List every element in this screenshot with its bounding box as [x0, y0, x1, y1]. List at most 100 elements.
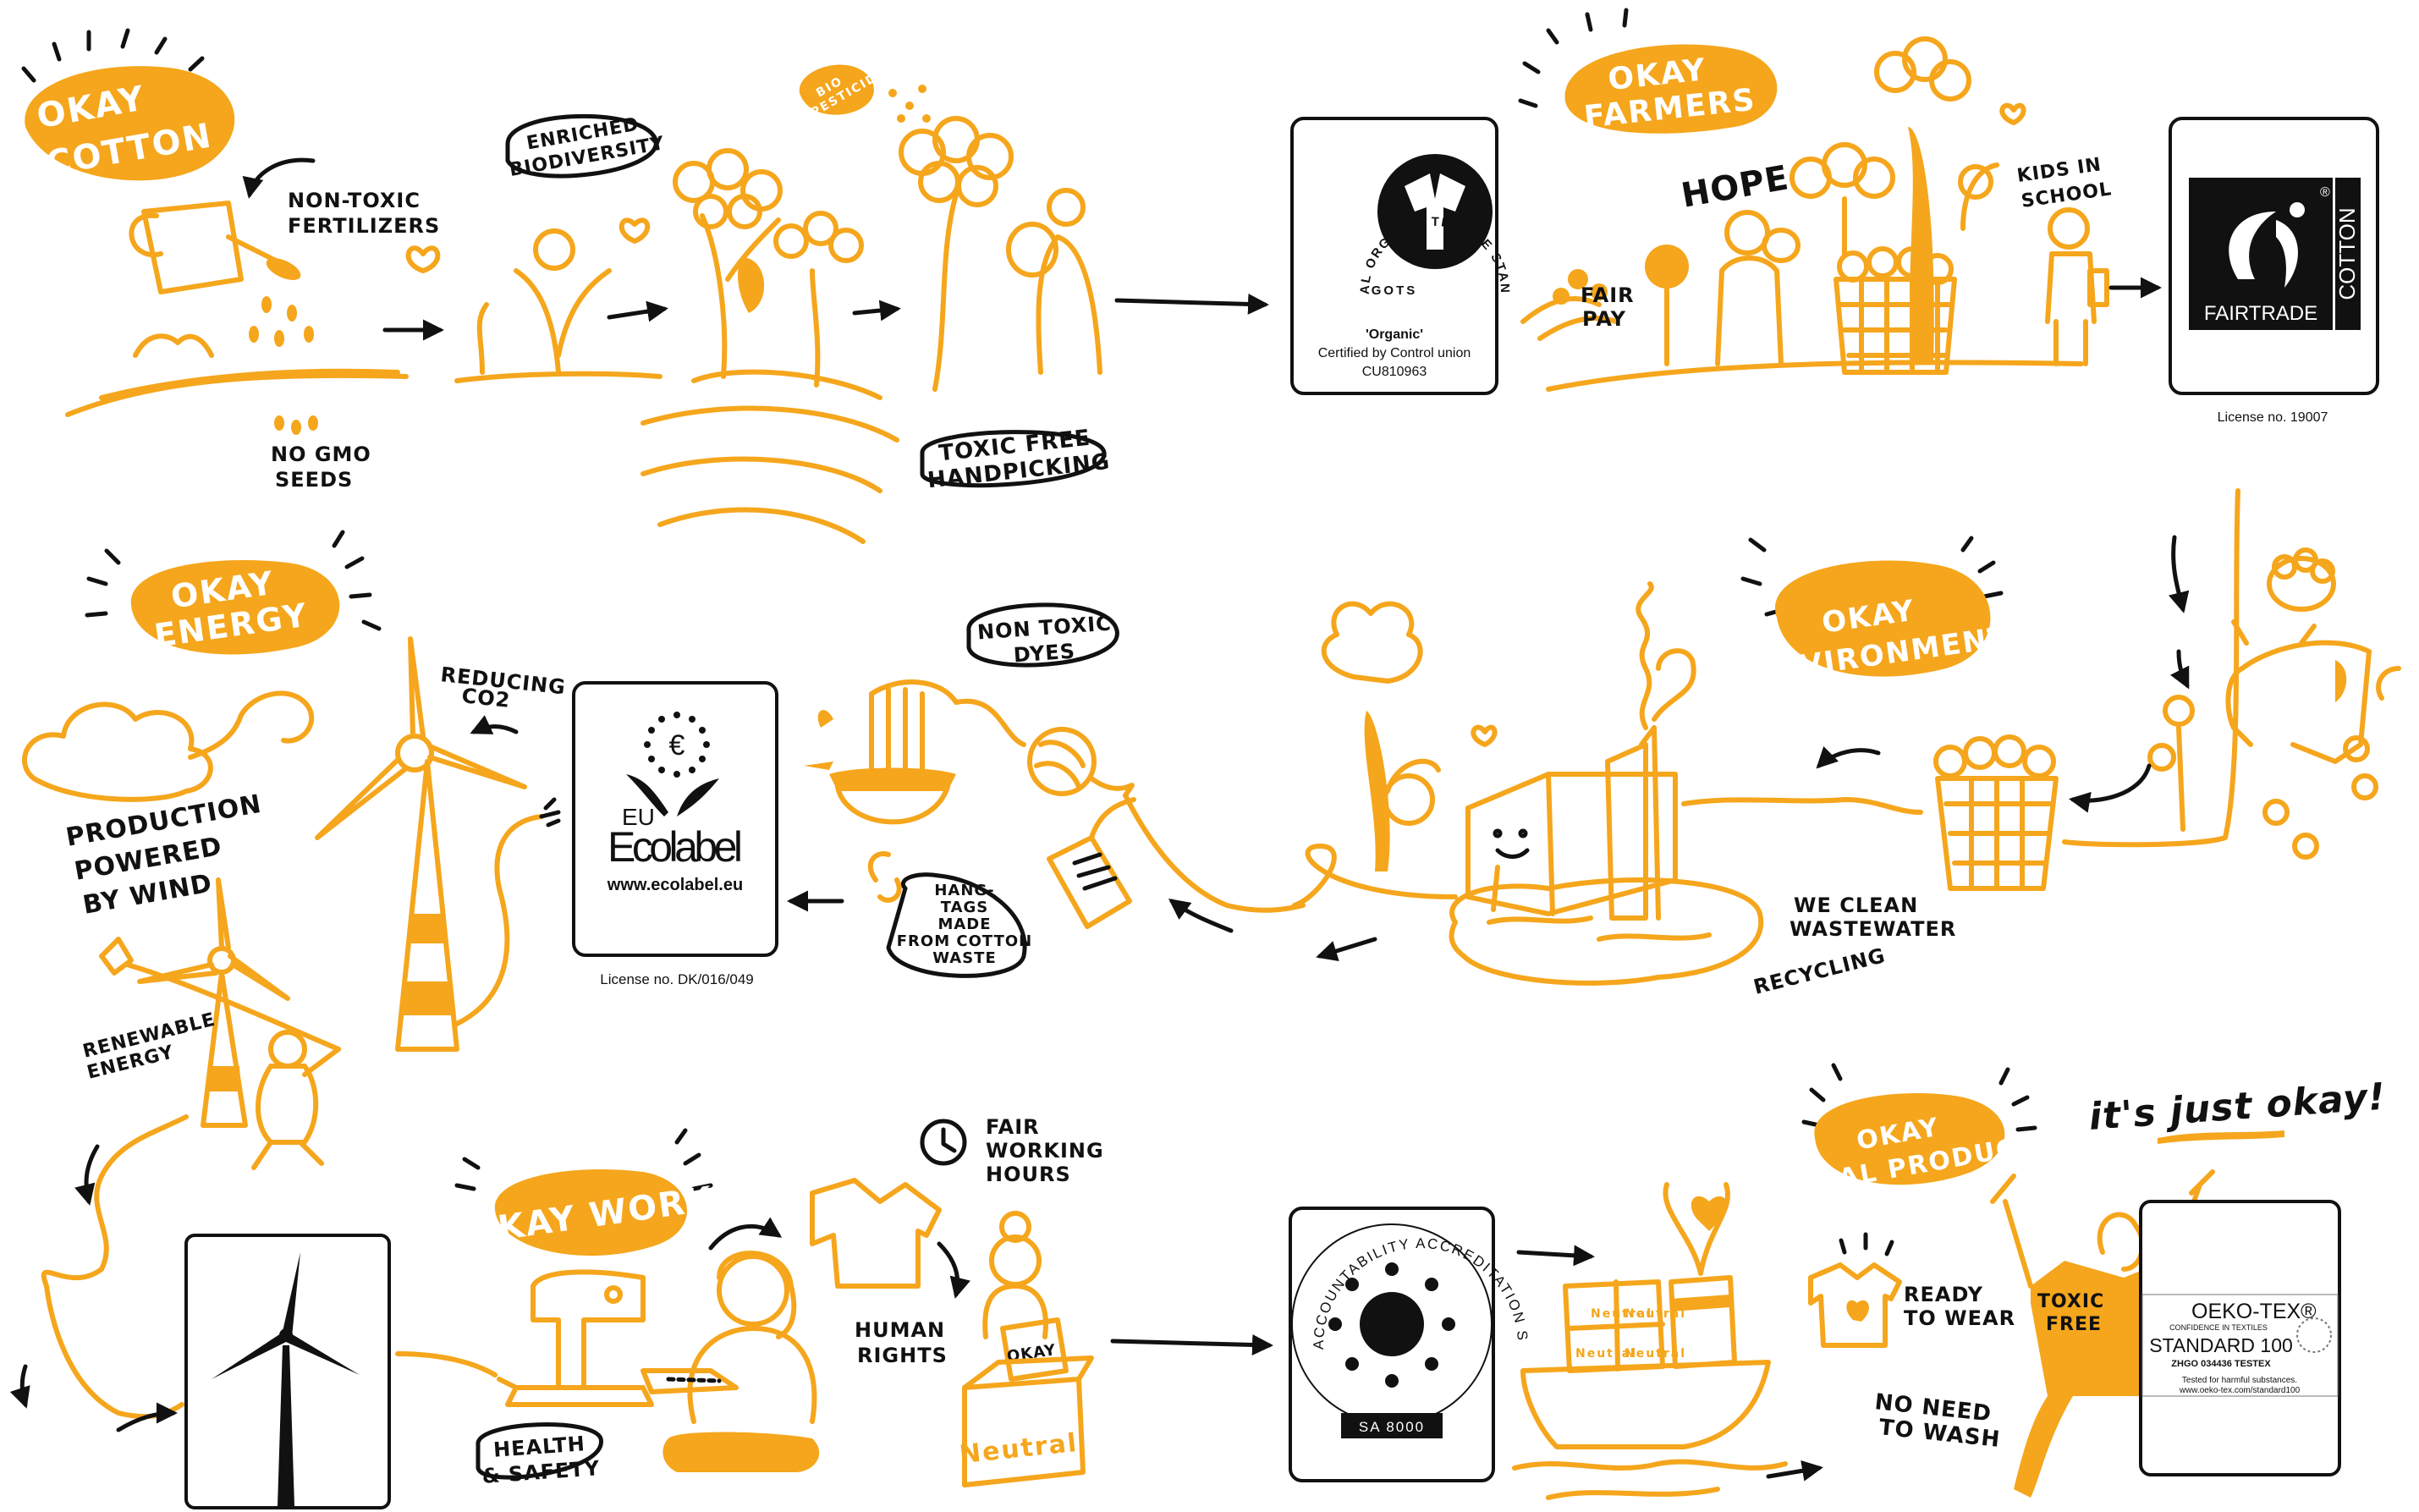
- arrow-14: [937, 1241, 970, 1299]
- ready-tshirt-icon: [1808, 1262, 1902, 1348]
- okay-cotton-section: OKAY COTTON NON-TOXIC FERTILIZERS NO GMO…: [21, 28, 1269, 544]
- non-toxic-dyes-badge: [966, 602, 1119, 668]
- journey-path-right: [2062, 488, 2240, 848]
- gots-certified-by: Certified by Control union: [1318, 346, 1471, 360]
- clock-hands: [941, 1127, 957, 1153]
- human-rights-line2: RIGHTS: [857, 1344, 948, 1367]
- euro-sign-icon: €: [669, 729, 685, 761]
- we-clean-wastewater-line1: WE CLEAN: [1794, 893, 1918, 917]
- oekotex-tested: Tested for harmful substances.: [2182, 1376, 2297, 1385]
- ecolabel-url: www.ecolabel.eu: [607, 876, 743, 894]
- fairtrade-cotton: COTTON: [2334, 207, 2360, 300]
- water-pond-icon: [1449, 877, 1764, 986]
- wind-turbine-box: [184, 1234, 391, 1509]
- hang-tags-line3: MADE: [937, 915, 991, 933]
- dye-bowl-icon: [804, 679, 959, 825]
- seamstress-icon: [640, 1251, 820, 1472]
- environment-loop-thread: [1292, 844, 1458, 908]
- arrow-12: [116, 1402, 178, 1432]
- arrow-3: [852, 300, 901, 322]
- cable-to-machine: [395, 1351, 498, 1377]
- ship-plant-icon: [1663, 1182, 1730, 1276]
- tagline-underline: [2158, 1130, 2284, 1144]
- recycling-label: RECYCLING: [1751, 943, 1888, 999]
- ecolabel-name: Ecolabel: [607, 823, 743, 871]
- okay-energy-section: OKAY ENERGY PRODUCTION POWERED BY WIND R…: [22, 530, 567, 1170]
- work-title-sparks-icon: [454, 1128, 713, 1191]
- flower-tree-icon: [1321, 601, 1441, 871]
- arrow-11: [470, 715, 519, 734]
- gots-bottom-text: GOTS: [1372, 283, 1418, 298]
- ship-boxes-icon: [1563, 1279, 1665, 1373]
- arrow-down-4: [9, 1364, 30, 1409]
- hang-tags-badge: [886, 872, 1027, 978]
- tall-cotton-plant-icon: [1874, 36, 1999, 364]
- hang-tags-line2: TAGS: [941, 899, 989, 916]
- butterfly-icon: [405, 245, 441, 273]
- coins-icon: [1553, 269, 1608, 305]
- ship-heart-icon: [1691, 1196, 1728, 1231]
- clock-icon: [920, 1119, 967, 1166]
- farm-ground-line: [1546, 360, 2084, 392]
- arrow-down-1: [2169, 535, 2190, 613]
- final-product-title-sparks-icon: [1801, 1063, 2037, 1132]
- oekotex-standard: STANDARD 100: [2149, 1334, 2293, 1356]
- fairtrade-registered: ®: [2320, 185, 2330, 200]
- ship-hull-icon: [1520, 1360, 1771, 1449]
- sa8000-badge: SA 8000: [1359, 1419, 1425, 1435]
- cotton-title-pill: [25, 66, 235, 181]
- environment-title-pill: [1775, 560, 1991, 677]
- hang-tags-line5: WASTE: [932, 949, 997, 967]
- gots-organic: 'Organic': [1366, 327, 1423, 342]
- wind-turbine-icon: [315, 636, 527, 1052]
- arrow-17: [1766, 1460, 1823, 1482]
- fairtrade-name: FAIRTRADE: [2204, 302, 2317, 325]
- kite-icon: [99, 937, 134, 976]
- energy-title-pill: [130, 560, 340, 655]
- energy-title-sparks-icon: [85, 530, 382, 631]
- butterfly-icon-3: [1999, 102, 2026, 125]
- fair-working-hours-line3: HOURS: [986, 1163, 1071, 1186]
- hang-tag-lines: [1072, 852, 1118, 891]
- fairtrade-certificate: ® FAIRTRADE COTTON: [2169, 117, 2379, 395]
- fairtrade-side-strip: [2335, 178, 2361, 330]
- factory-thread: [1681, 797, 1923, 815]
- arrow-down-2: [2169, 649, 2190, 690]
- toxic-free-badge: [920, 430, 1107, 488]
- flower-icon: [1645, 245, 1689, 289]
- ship-box-label-1: Neutral: [1591, 1307, 1652, 1321]
- turbine-blade-1-icon: [282, 1252, 300, 1337]
- arrow-15: [1110, 1333, 1273, 1355]
- ship-box-label-4: Neutral: [1625, 1347, 1686, 1361]
- plug-icon: [539, 797, 561, 827]
- recycle-arrows-icon: [867, 851, 902, 903]
- arrow-2: [607, 300, 668, 322]
- ready-to-wear-line2: TO WEAR: [1904, 1306, 2015, 1330]
- eu-stars-icon: [644, 712, 710, 778]
- hang-tags-line1: HANG-: [934, 882, 994, 899]
- tshirt-sparks-icon: [1839, 1232, 1894, 1256]
- sa8000-seal-icon: [1360, 1292, 1424, 1356]
- oekotex-flower-icon: [2296, 1317, 2332, 1353]
- we-clean-wastewater-line2: WASTEWATER: [1790, 917, 1956, 941]
- gots-certificate: GLOBAL ORGANIC TEXTILE STANDARD GOTS 'Or…: [0, 0, 1510, 395]
- neutral-box-lid: [962, 1355, 1094, 1390]
- non-toxic-fertilizers-line1: NON-TOXIC: [288, 189, 421, 212]
- health-safety-badge: [476, 1422, 603, 1480]
- fertilizer-arrow-icon: [242, 157, 316, 199]
- human-rights-line1: HUMAN: [855, 1318, 945, 1342]
- ecolabel-certificate: € EU Ecolabel www.ecolabel.eu: [572, 681, 778, 957]
- farmers-title-sparks-icon: [1518, 8, 1629, 108]
- butterfly-icon-4: [1471, 724, 1498, 747]
- small-wind-turbine-icon: [137, 877, 290, 1128]
- neutral-box-label: Neutral: [958, 1428, 1079, 1470]
- yarn-thread-2: [1089, 776, 1306, 913]
- wind-puff-icon: [188, 690, 315, 760]
- arrow-16: [1516, 1245, 1595, 1267]
- watering-can-icon: [129, 201, 314, 347]
- yarn-ball-icon: [1027, 727, 1097, 796]
- oekotex-certificate: OEKO-TEX® CONFIDENCE IN TEXTILES STANDAR…: [2139, 1200, 2341, 1476]
- ship-box-label-2: Neutral: [1625, 1307, 1686, 1321]
- no-gmo-line2: SEEDS: [275, 468, 353, 492]
- farmers-title-pill: [1564, 44, 1778, 134]
